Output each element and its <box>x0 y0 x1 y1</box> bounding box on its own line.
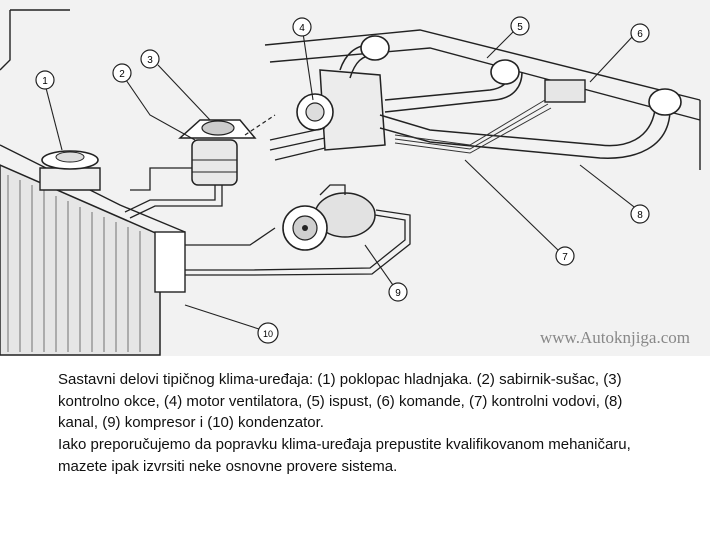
callout-9: 9 <box>388 282 408 302</box>
callout-2: 2 <box>112 63 132 83</box>
condenser <box>0 144 186 356</box>
callout-10-label: 10 <box>263 329 273 339</box>
refrigerant-lines <box>124 167 411 276</box>
callout-3-label: 3 <box>147 55 153 66</box>
callout-6-label: 6 <box>637 29 643 40</box>
callout-6: 6 <box>630 23 650 43</box>
callout-4: 4 <box>292 17 312 37</box>
callout-1-label: 1 <box>42 76 48 87</box>
receiver-drier <box>191 139 238 186</box>
control-cables <box>394 79 586 154</box>
callout-3: 3 <box>140 49 160 69</box>
ac-diagram: 1 2 3 4 5 6 7 8 <box>0 0 710 356</box>
callout-10: 10 <box>257 322 279 344</box>
callout-8-label: 8 <box>637 210 643 221</box>
body-paragraph: Iako preporučujemo da popravku klima-ure… <box>58 436 631 475</box>
callout-9-label: 9 <box>395 288 401 299</box>
callout-1: 1 <box>35 70 55 90</box>
callout-2-label: 2 <box>119 69 125 80</box>
leader-lines <box>45 29 639 331</box>
callout-7: 7 <box>555 246 575 266</box>
blower-motor <box>269 69 386 161</box>
radiator-cap <box>39 150 101 191</box>
callout-4-label: 4 <box>299 23 305 34</box>
callout-5-label: 5 <box>517 22 523 33</box>
sight-glass <box>178 114 276 139</box>
watermark: www.Autoknjiga.com <box>540 328 690 347</box>
callout-7-label: 7 <box>562 252 568 263</box>
firewall-panel <box>0 9 701 170</box>
figure-caption: Sastavni delovi tipičnog klima-uređaja: … <box>58 371 623 431</box>
duct-outlets <box>360 35 682 116</box>
ac-diagram-svg: 1 2 3 4 5 6 7 8 <box>0 9 701 356</box>
callout-8: 8 <box>630 204 650 224</box>
compressor <box>282 192 376 251</box>
callout-5: 5 <box>510 16 530 36</box>
